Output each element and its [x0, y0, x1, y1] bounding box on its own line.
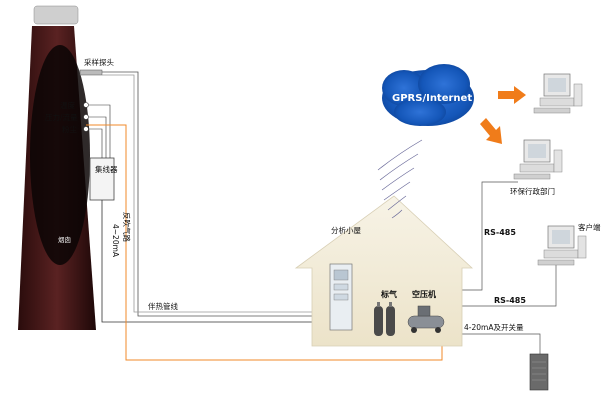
cloud-label: GPRS/Internet: [392, 93, 472, 104]
computer-client: 客户端: [537, 222, 601, 266]
wireless-signal: [377, 139, 423, 219]
temperature-sensor-icon: [83, 102, 89, 108]
smoke-core: [30, 45, 90, 265]
backflush-label: 反吹气路: [122, 212, 132, 242]
temperature-label: 温度: [60, 100, 75, 110]
gprs-cloud: GPRS/Internet: [382, 64, 474, 126]
smoke-label: 烟囱: [58, 235, 71, 244]
rs485-top-label: RS-485: [484, 228, 516, 237]
arrow-right-icon: [498, 86, 526, 104]
dust-sensor-icon: [83, 126, 89, 132]
compressor: [407, 305, 445, 333]
house-shape: [294, 195, 474, 347]
io-device: [529, 353, 549, 391]
connection-lines: [86, 71, 557, 361]
house-title: 分析小屋: [331, 225, 361, 235]
client-label: 客户端: [578, 222, 601, 232]
analysis-house: 分析小屋 标气 空压机: [294, 195, 474, 347]
cylinder-icon: [386, 306, 395, 336]
dust-label: 粉尘: [62, 124, 77, 134]
chimney: 烟囱: [18, 5, 96, 330]
collector-label: 集线器: [95, 164, 118, 174]
keyboard-icon: [537, 259, 575, 266]
pressure-label: 压力/流量: [45, 112, 78, 122]
collector: 集线器: [89, 157, 118, 201]
sensor-pressure: 压力/流量: [45, 112, 89, 122]
compressor-label: 空压机: [412, 289, 436, 299]
sampling-probe: 采样探头: [79, 57, 114, 76]
rs485-bottom-label: RS-485: [494, 296, 526, 305]
signal-label: 4~20mA: [111, 224, 120, 258]
computer-top: [533, 73, 583, 114]
sensor-temperature: 温度: [60, 100, 89, 110]
compressor-icon: [407, 315, 445, 329]
probe-icon: [79, 69, 103, 76]
epa-label: 环保行政部门: [510, 186, 555, 196]
heat-line-label: 伴热管线: [148, 301, 178, 311]
sensor-dust: 粉尘: [62, 124, 89, 134]
chimney-cap: [33, 5, 79, 25]
gas-cylinders: [374, 302, 395, 336]
gas-label: 标气: [380, 289, 397, 299]
keyboard-icon: [533, 107, 571, 114]
arrow-down-right-icon: [480, 118, 502, 144]
keyboard-icon: [513, 173, 551, 180]
io-box-icon: [529, 353, 549, 391]
io-label: 4-20mA及开关量: [464, 322, 524, 332]
pressure-sensor-icon: [83, 114, 89, 120]
computer-epa: 环保行政部门: [510, 139, 563, 196]
probe-label: 采样探头: [84, 57, 114, 67]
cylinder-icon: [374, 306, 383, 336]
arrows: [480, 86, 526, 144]
